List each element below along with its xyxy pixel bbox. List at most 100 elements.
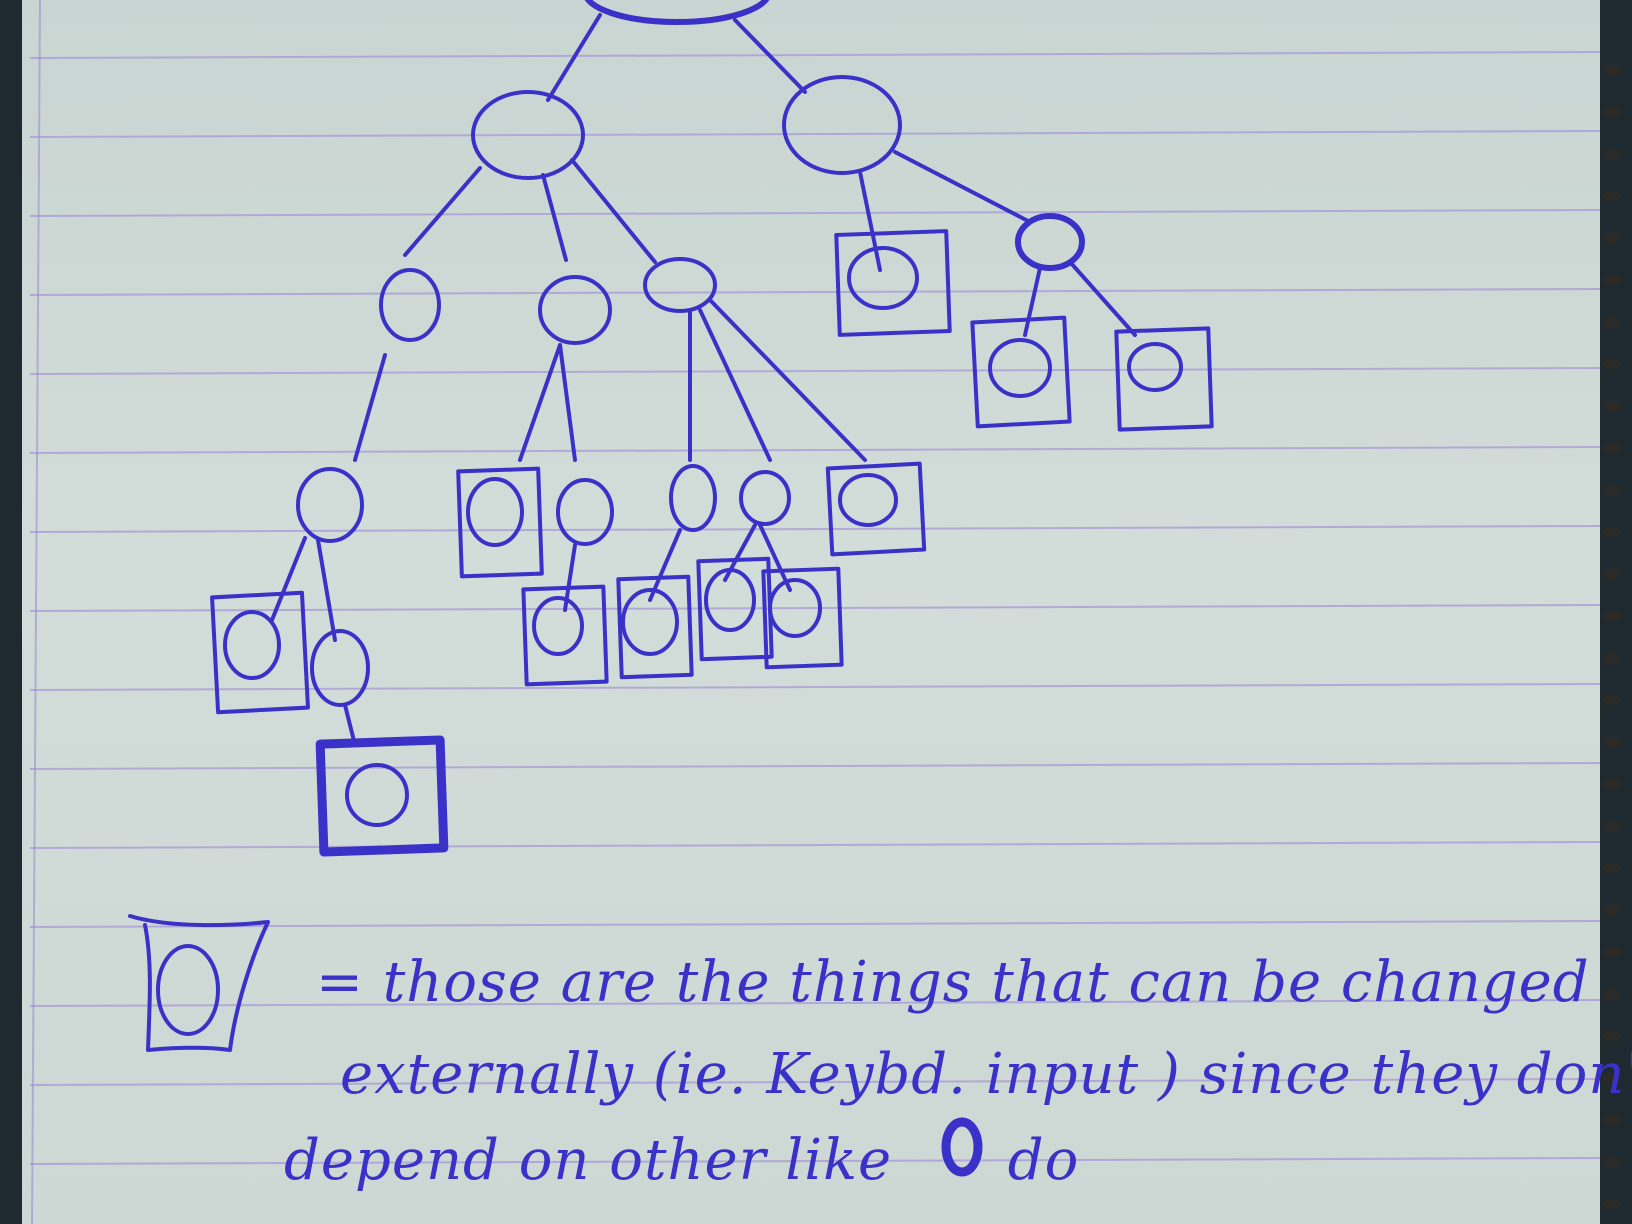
spiral-hole	[1603, 1157, 1621, 1167]
spiral-hole	[1603, 569, 1621, 579]
edge	[570, 158, 657, 264]
spiral-hole	[1603, 737, 1621, 747]
ruled-line	[29, 1078, 1601, 1086]
edge	[758, 523, 792, 592]
ruled-lines	[29, 51, 1601, 1165]
ruled-line	[29, 209, 1601, 217]
edge	[316, 538, 337, 642]
edge	[858, 170, 882, 272]
edge	[733, 18, 807, 94]
ruled-line	[29, 762, 1601, 770]
spiral-hole	[1603, 611, 1621, 621]
spiral-hole	[1603, 905, 1621, 915]
spiral-hole	[1603, 653, 1621, 663]
node	[768, 578, 822, 638]
spiral-hole	[1603, 65, 1621, 75]
ruled-line	[29, 446, 1601, 454]
edge	[343, 703, 357, 747]
edge	[558, 343, 577, 462]
spiral-hole	[1603, 191, 1621, 201]
node	[310, 629, 370, 707]
spiral-hole	[1603, 485, 1621, 495]
node	[1127, 342, 1183, 392]
node	[296, 467, 364, 543]
spiral-hole	[1603, 1115, 1621, 1125]
edge	[893, 150, 1032, 224]
ruled-line	[29, 999, 1601, 1007]
spiral-hole	[1603, 1199, 1621, 1209]
ruled-line	[29, 367, 1601, 375]
edge	[353, 353, 387, 462]
edge	[546, 13, 602, 102]
node	[643, 257, 717, 313]
legend-text-line-3: depend on other like do	[284, 1128, 1079, 1193]
spiral-hole	[1603, 779, 1621, 789]
node	[466, 477, 524, 547]
ruled-line	[29, 130, 1601, 138]
spiral-hole	[1603, 527, 1621, 537]
input-box	[970, 315, 1072, 429]
node-left-1	[471, 90, 585, 180]
legend-box-symbol	[128, 914, 270, 1052]
node	[532, 596, 584, 656]
highlighted-input-box	[315, 735, 449, 857]
spiral-binding	[1603, 65, 1621, 1209]
spiral-hole	[1603, 275, 1621, 285]
node	[379, 268, 441, 342]
node	[538, 275, 612, 345]
ruled-line	[29, 683, 1601, 691]
ruled-line	[29, 604, 1601, 612]
spiral-hole	[1603, 107, 1621, 117]
spiral-hole	[1603, 149, 1621, 159]
ruled-line	[29, 920, 1601, 928]
input-box	[825, 461, 927, 557]
input-box	[616, 574, 694, 680]
spiral-hole	[1603, 401, 1621, 411]
edge	[1023, 266, 1042, 337]
ruled-line	[29, 288, 1601, 296]
lined-paper	[22, 0, 1600, 1224]
legend-text-line-3b: do	[1007, 1128, 1080, 1193]
legend-text-line-2: externally (ie. Keybd. input ) since the…	[340, 1042, 1632, 1107]
spiral-hole	[1603, 989, 1621, 999]
node	[739, 470, 791, 526]
spiral-hole	[1603, 317, 1621, 327]
spiral-hole	[1603, 695, 1621, 705]
edge	[518, 343, 562, 462]
node	[556, 478, 614, 546]
legend-text-line-1: = those are the things that can be chang…	[316, 950, 1590, 1015]
node	[1015, 213, 1085, 271]
node	[223, 610, 281, 680]
edge	[698, 308, 772, 462]
input-box	[456, 466, 544, 579]
node	[669, 464, 717, 532]
edge	[708, 298, 867, 462]
spiral-hole	[1603, 443, 1621, 453]
spiral-hole	[1603, 359, 1621, 369]
node	[988, 338, 1052, 398]
spiral-hole	[1603, 821, 1621, 831]
spiral-hole	[1603, 233, 1621, 243]
input-box	[210, 590, 310, 715]
input-box	[761, 566, 844, 670]
edge	[541, 173, 568, 262]
input-box	[834, 229, 952, 337]
ruled-line	[29, 1157, 1601, 1165]
node-right-1	[782, 75, 902, 175]
node	[345, 763, 409, 827]
node	[704, 568, 756, 632]
input-box	[1114, 326, 1214, 432]
node	[847, 246, 919, 310]
legend-text-line-3a: depend on other like	[284, 1128, 893, 1193]
node	[838, 473, 898, 527]
node	[621, 588, 679, 656]
legend-circle-symbol	[156, 944, 220, 1036]
ruled-line	[29, 841, 1601, 849]
margin-line	[31, 0, 41, 1224]
dependent-node-symbol	[941, 1117, 983, 1177]
edge	[1068, 260, 1137, 337]
spiral-hole	[1603, 863, 1621, 873]
ruled-line	[29, 525, 1601, 533]
